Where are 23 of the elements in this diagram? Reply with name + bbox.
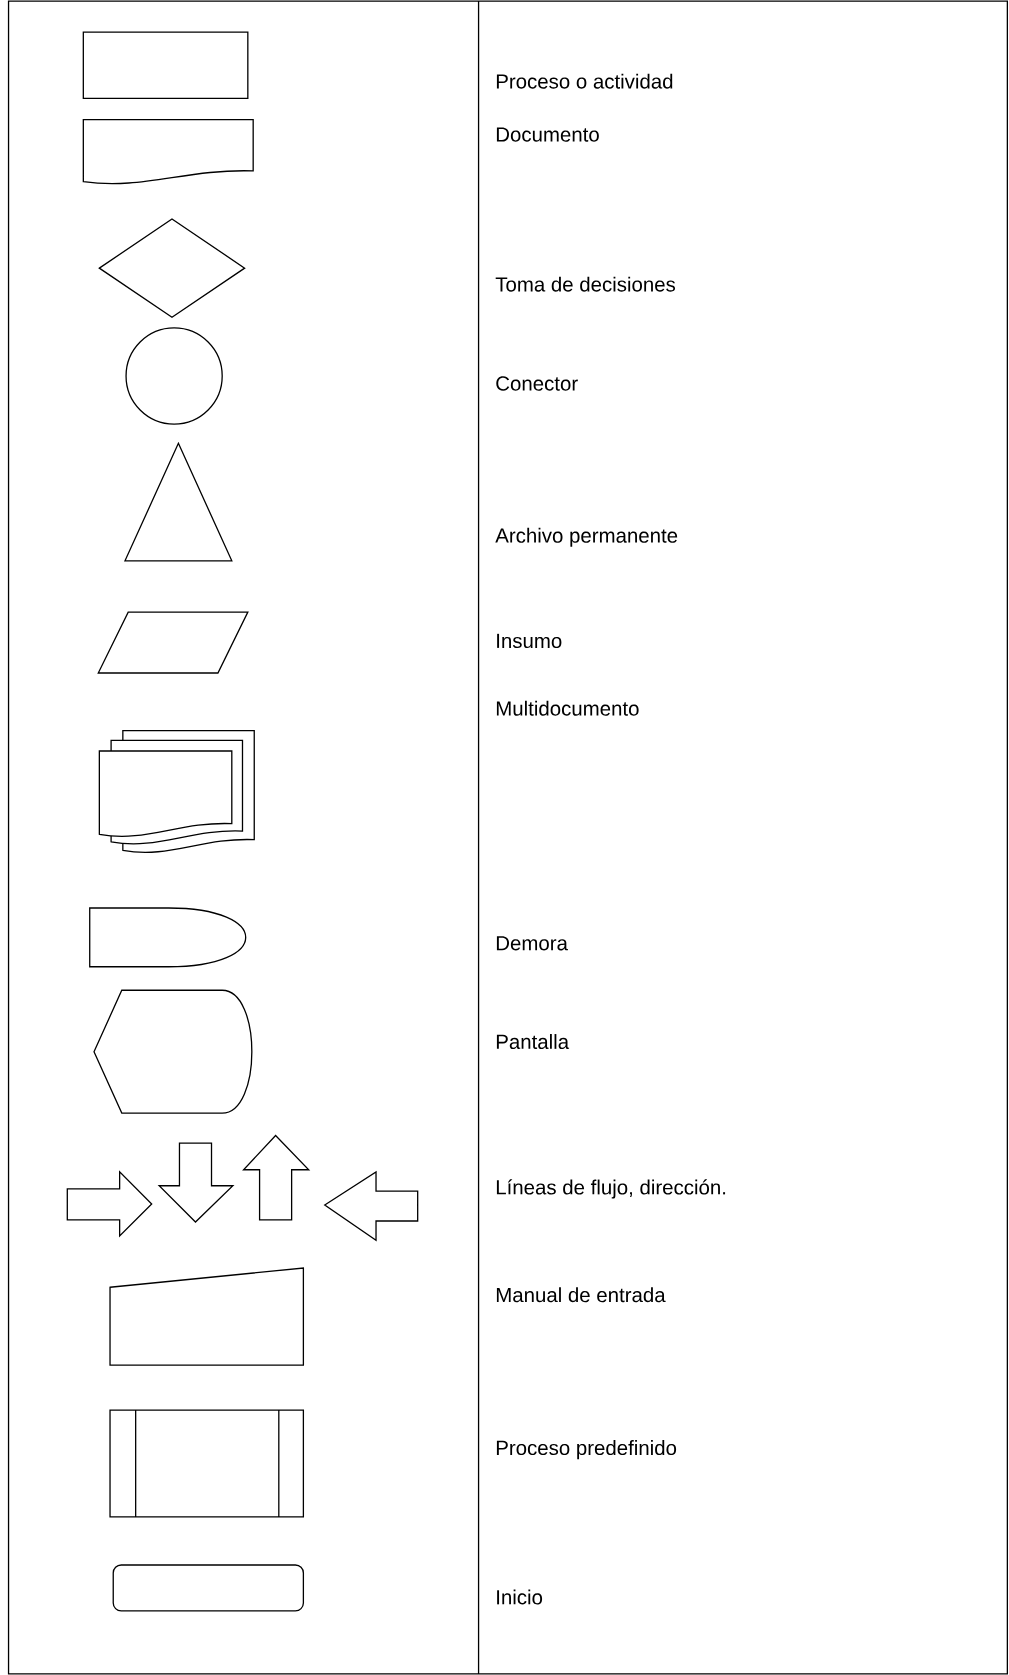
predefined-process-symbol bbox=[109, 1409, 304, 1518]
symbol-label: Conector bbox=[496, 376, 578, 391]
symbol-label: Inicio bbox=[496, 1589, 542, 1605]
symbol-label: Demora bbox=[496, 936, 568, 951]
symbol-label: Toma de decisiones bbox=[495, 276, 675, 292]
rectangle-symbol bbox=[82, 31, 249, 99]
symbol-label: Documento bbox=[496, 127, 599, 142]
symbol-label: Archivo permanente bbox=[495, 527, 677, 547]
manual-input-symbol bbox=[109, 1267, 304, 1366]
symbol-label: Proceso predefinido bbox=[496, 1440, 676, 1460]
multidocument-symbol bbox=[98, 730, 255, 853]
document-symbol bbox=[82, 119, 254, 185]
delay-symbol bbox=[88, 907, 247, 968]
display-symbol bbox=[93, 989, 253, 1114]
symbol-label: Insumo bbox=[496, 633, 562, 649]
symbol-label: Multidocumento bbox=[496, 700, 639, 716]
symbol-label: Pantalla bbox=[496, 1034, 569, 1050]
parallelogram-symbol bbox=[97, 611, 249, 674]
symbol-label: Manual de entrada bbox=[496, 1287, 666, 1303]
terminal-symbol bbox=[112, 1564, 304, 1612]
symbol-label: Líneas de flujo, dirección. bbox=[496, 1179, 725, 1199]
connector-circle bbox=[125, 327, 223, 425]
symbol-label: Proceso o actividad bbox=[496, 73, 672, 89]
